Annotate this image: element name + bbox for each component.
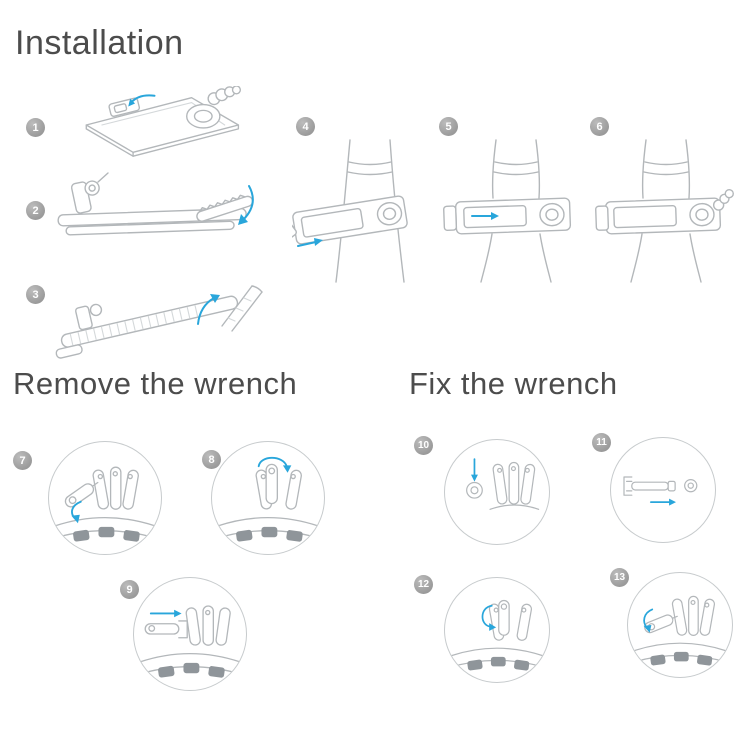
mount-prongs-icon — [185, 605, 231, 646]
mount-base-icon — [446, 647, 548, 671]
blue-arrow-icon — [197, 294, 220, 325]
step-3-badge: 3 — [26, 285, 45, 304]
step-2-illustration — [50, 168, 260, 256]
wrench-ring-icon — [466, 481, 483, 499]
step-8-scene — [211, 441, 325, 555]
mount-plate-icon — [292, 195, 408, 245]
screw-end-icon — [684, 478, 698, 493]
step-6-illustration — [588, 138, 738, 283]
clamp-arm-raised-icon — [55, 285, 263, 359]
wrench-icon — [644, 614, 678, 634]
mount-prongs-icon — [488, 603, 532, 641]
wrench-rod-icon — [623, 476, 676, 496]
mount-plate-icon — [595, 188, 734, 235]
blue-rotate-arrow-icon — [257, 456, 292, 473]
mount-base-icon — [50, 517, 160, 542]
mount-prongs-icon — [489, 461, 540, 510]
step-11-scene — [610, 437, 716, 543]
step-4-illustration — [292, 138, 442, 283]
coiled-spring-icon — [712, 188, 734, 211]
step-12-scene — [444, 577, 550, 683]
blue-arrow-icon — [238, 185, 254, 225]
step-4-badge: 4 — [296, 117, 315, 136]
wrench-icon — [144, 620, 188, 639]
mount-base-icon — [135, 653, 245, 678]
step-3-illustration — [48, 250, 263, 368]
wrench-icon — [265, 463, 278, 505]
step-5-illustration — [438, 138, 588, 283]
roller-clamp-icon — [75, 303, 103, 331]
wrench-icon — [64, 481, 99, 508]
step-10-scene — [444, 439, 550, 545]
blue-arrow-icon — [471, 458, 478, 482]
coiled-spring-icon — [207, 86, 242, 106]
pole-icon — [630, 139, 702, 283]
clamp-arm-folded-icon — [57, 172, 254, 236]
raised-arm-icon — [221, 285, 263, 332]
step-7-scene — [48, 441, 162, 555]
step-1-illustration — [60, 86, 252, 164]
blue-arrow-icon — [128, 94, 156, 107]
step-13-badge: 13 — [610, 568, 629, 587]
step-12-badge: 12 — [414, 575, 433, 594]
mount-plate-icon — [443, 197, 572, 235]
step-6-badge: 6 — [590, 117, 609, 136]
step-2-badge: 2 — [26, 201, 45, 220]
step-9-badge: 9 — [120, 580, 139, 599]
blue-rotate-arrow-icon — [481, 604, 497, 631]
folded-clamp-top-view-icon — [85, 86, 242, 157]
step-5-badge: 5 — [439, 117, 458, 136]
blue-arrow-icon — [643, 608, 654, 633]
remove-wrench-title: Remove the wrench — [13, 366, 298, 401]
blue-arrow-icon — [71, 500, 82, 524]
step-8-badge: 8 — [202, 450, 221, 469]
blue-arrow-icon — [650, 498, 676, 506]
pole-icon — [480, 139, 552, 283]
installation-title: Installation — [15, 24, 184, 62]
wrench-icon — [498, 599, 510, 636]
step-11-badge: 11 — [592, 433, 611, 452]
step-7-badge: 7 — [13, 451, 32, 470]
mount-prongs-icon — [255, 469, 302, 510]
mount-prongs-icon — [92, 466, 139, 510]
blue-arrow-icon — [471, 212, 499, 220]
mount-base-icon — [213, 517, 323, 542]
step-9-scene — [133, 577, 247, 691]
step-1-badge: 1 — [26, 118, 45, 137]
blue-arrow-icon — [149, 609, 182, 618]
fix-wrench-title: Fix the wrench — [409, 366, 618, 401]
mount-prongs-icon — [671, 595, 715, 637]
step-13-scene — [627, 572, 733, 678]
mount-base-icon — [629, 642, 731, 666]
blue-arrow-icon — [297, 238, 323, 247]
step-10-badge: 10 — [414, 436, 433, 455]
